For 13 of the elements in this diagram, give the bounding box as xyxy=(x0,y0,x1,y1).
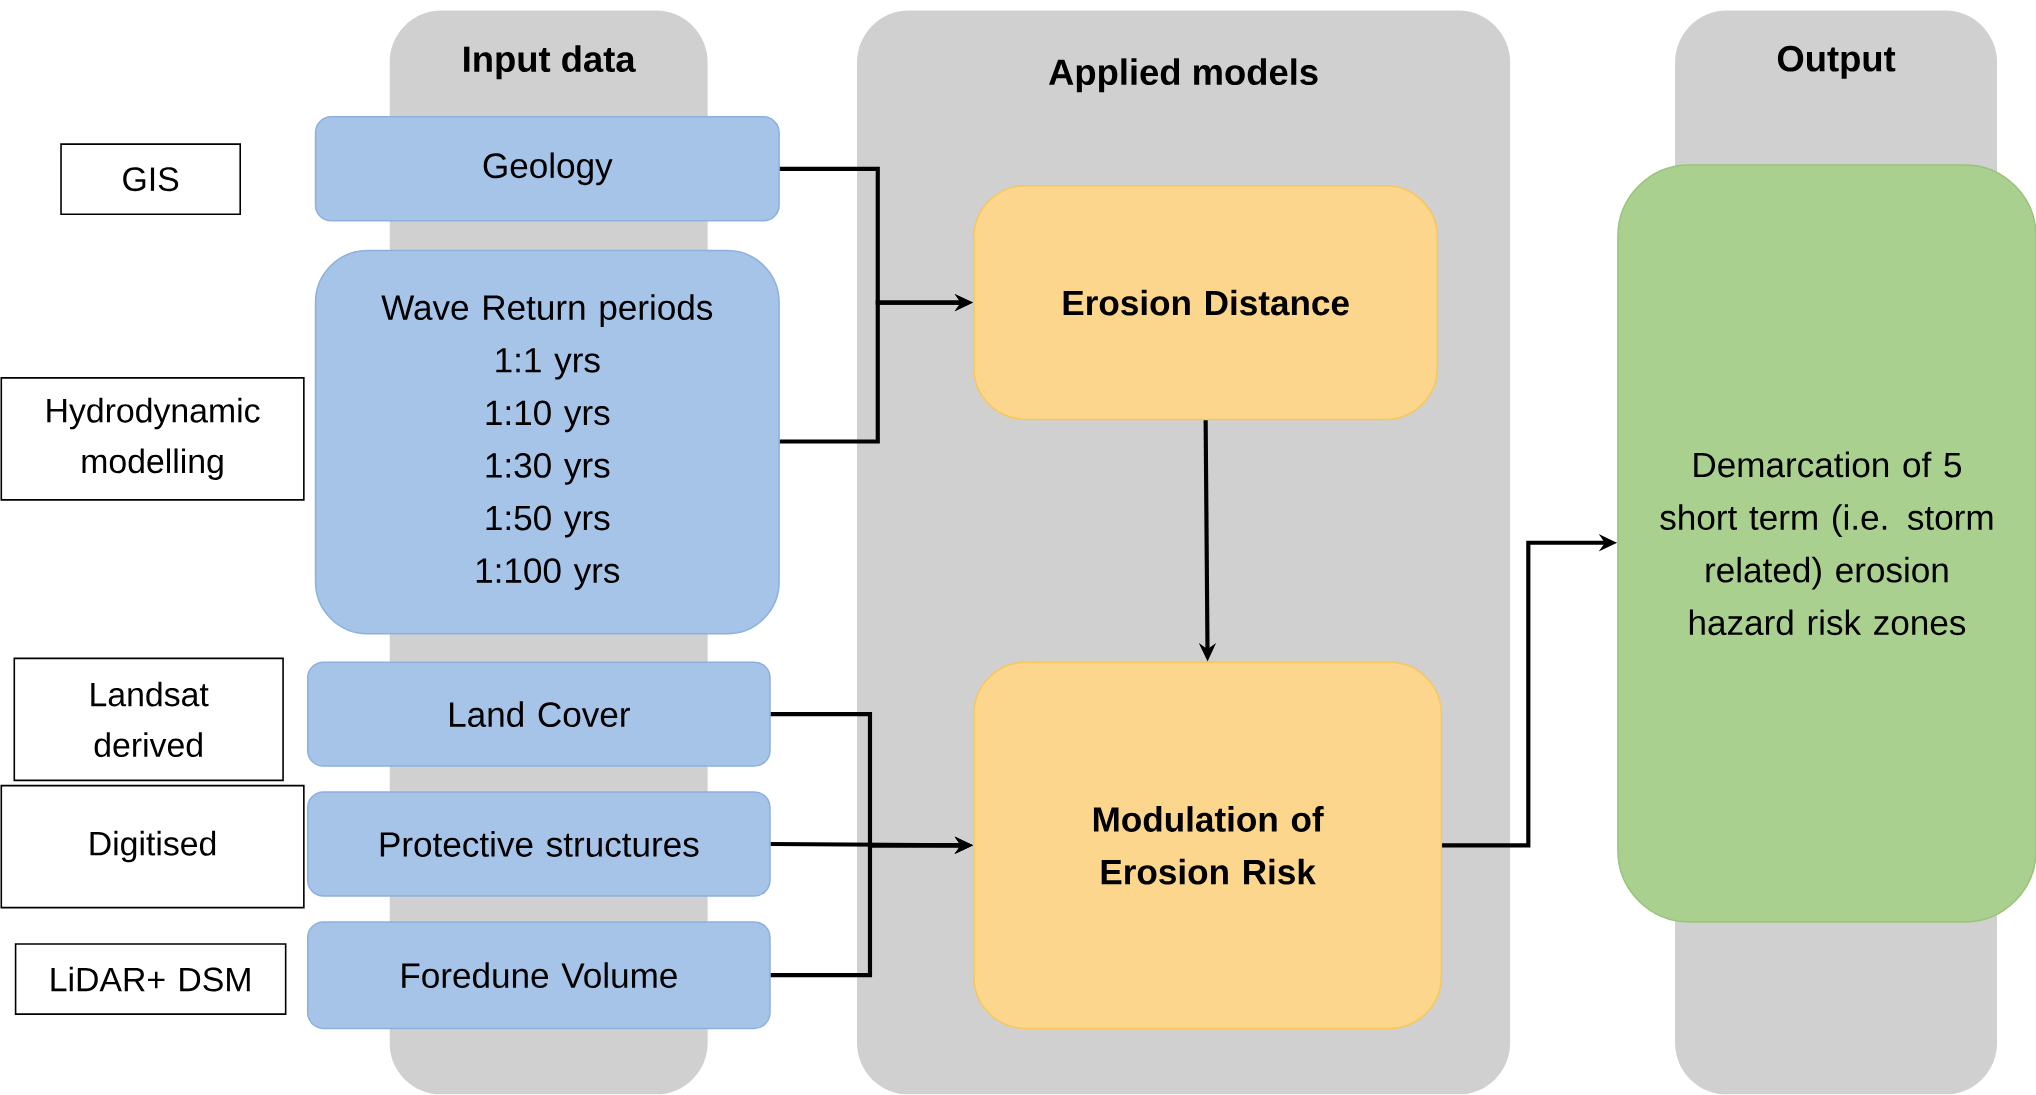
source-label-box: GIS xyxy=(60,143,241,216)
source-label-box: Digitised xyxy=(0,784,305,909)
output-box: Demarcation of 5 short term (i.e. storm related) erosion hazard risk zones xyxy=(1617,164,2036,923)
source-label-box: Hydrodynamic modelling xyxy=(0,377,305,501)
source-label-box: Landsat derived xyxy=(13,657,284,782)
input-box: Land Cover xyxy=(307,661,771,768)
model-box: Modulation of Erosion Risk xyxy=(973,661,1443,1030)
input-box: Geology xyxy=(314,116,780,222)
input-box: Foredune Volume xyxy=(307,921,771,1030)
source-label-box: LiDAR+ DSM xyxy=(14,943,287,1016)
model-box: Erosion Distance xyxy=(973,185,1439,421)
input-box: Protective structures xyxy=(307,791,771,897)
input-box: Wave Return periods 1:1 yrs 1:10 yrs 1:30 yrs 1:50 yrs 1:100 yrs xyxy=(314,250,780,635)
